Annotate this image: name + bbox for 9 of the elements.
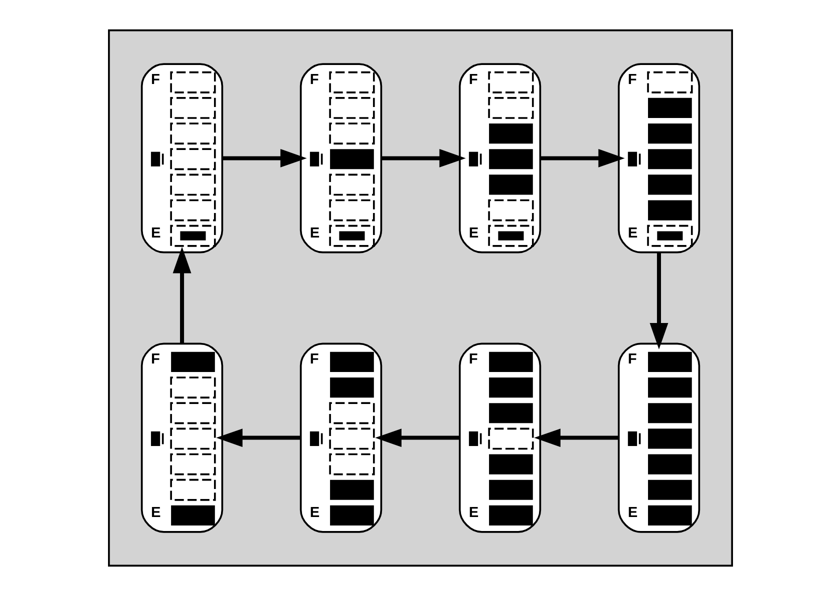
arrow	[222, 148, 306, 168]
arrow	[534, 428, 618, 448]
arrow	[540, 148, 624, 168]
arrow	[216, 428, 300, 448]
arrow	[380, 148, 466, 168]
cluster	[108, 29, 732, 567]
arrow	[374, 428, 460, 448]
arrow	[649, 252, 668, 350]
arrow	[172, 246, 191, 344]
